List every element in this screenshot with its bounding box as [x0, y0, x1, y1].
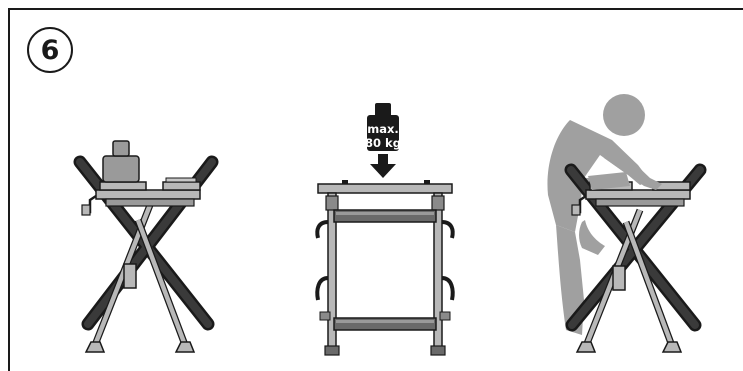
illustration-frame — [8, 8, 743, 371]
person-standing-on-workbench-prohibited-icon — [547, 94, 707, 353]
workbench-with-weight-icon — [73, 140, 219, 353]
load-limit-label-line1: max. — [367, 122, 399, 136]
load-limit-label-line2: 80 kg — [365, 136, 401, 150]
step-number: 6 — [40, 34, 60, 66]
workbench-load-limit-icon — [315, 103, 455, 356]
step-number-badge: 6 — [27, 27, 73, 73]
